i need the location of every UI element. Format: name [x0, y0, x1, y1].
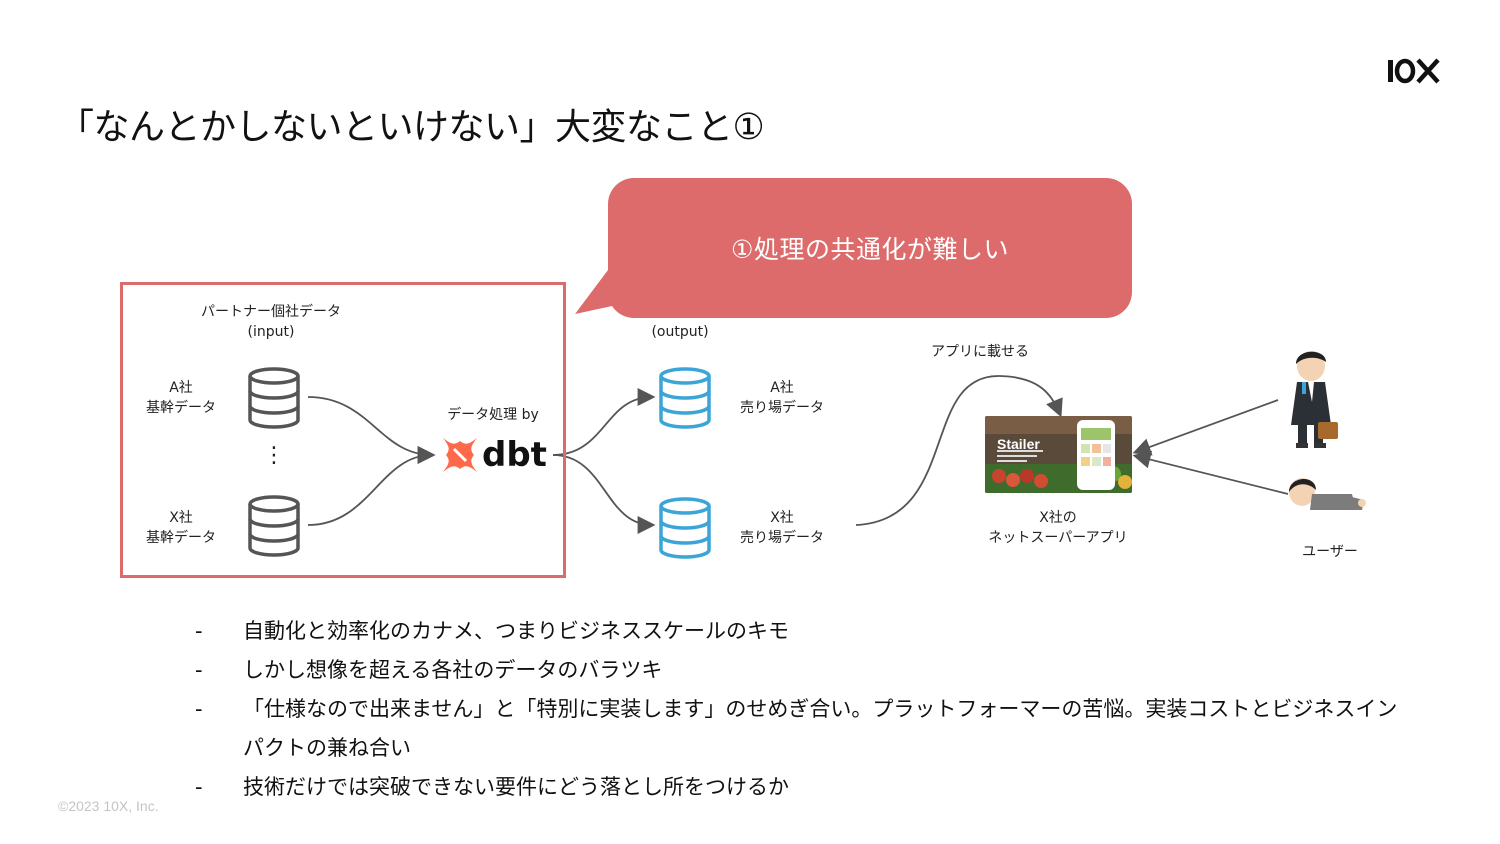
- list-item: - 「仕様なので出来ません」と「特別に実装します」のせめぎ合い。プラットフォーマ…: [195, 690, 1415, 768]
- database-icon: [659, 497, 711, 559]
- callout-text: ①処理の共通化が難しい: [731, 235, 1009, 264]
- slide-title: 「なんとかしないといけない」大変なこと①: [58, 107, 765, 148]
- bullet-text: しかし想像を超える各社のデータのバラツキ: [243, 658, 663, 682]
- input-title: パートナー個社データ (input): [176, 302, 366, 342]
- list-item: - 技術だけでは突破できない要件にどう落とし所をつけるか: [195, 768, 1415, 807]
- source-x-label: X社 基幹データ: [126, 508, 236, 548]
- output-x-company: X社: [770, 510, 794, 526]
- input-subtitle-text: (input): [247, 324, 295, 340]
- bullet-marker: -: [195, 658, 203, 682]
- connector-output-to-app: [855, 375, 1063, 526]
- app-caption-type: ネットスーパーアプリ: [988, 530, 1128, 546]
- app-caption-company: X社の: [1039, 510, 1077, 526]
- list-item: - 自動化と効率化のカナメ、つまりビジネススケールのキモ: [195, 612, 1415, 651]
- source-a-company: A社: [169, 380, 193, 396]
- bullet-marker: -: [195, 619, 203, 643]
- database-icon: [248, 495, 300, 557]
- connector-user1-to-app: [1132, 399, 1279, 456]
- dbt-logo-icon: [443, 438, 477, 472]
- input-data-frame: [120, 282, 566, 578]
- bullet-text: 「仕様なので出来ません」と「特別に実装します」のせめぎ合い。プラットフォーマーの…: [243, 697, 1398, 760]
- input-title-text: パートナー個社データ: [201, 304, 341, 320]
- source-x-company: X社: [169, 510, 193, 526]
- connector-a-to-dbt: [307, 396, 436, 464]
- grocery-photo-image: [985, 416, 1132, 493]
- list-item: - しかし想像を超える各社のデータのバラツキ: [195, 651, 1415, 690]
- output-a-label: A社 売り場データ: [722, 378, 842, 418]
- copyright: ©2023 10X, Inc.: [58, 798, 159, 814]
- app-caption: X社の ネットスーパーアプリ: [968, 508, 1148, 548]
- app-screenshot: Stailer: [985, 416, 1132, 493]
- source-a-label: A社 基幹データ: [126, 378, 236, 418]
- bullet-marker: -: [195, 697, 203, 721]
- bullet-text: 技術だけでは突破できない要件にどう落とし所をつけるか: [243, 775, 789, 799]
- output-a-company: A社: [770, 380, 794, 396]
- businessman-icon: [1291, 351, 1338, 448]
- database-icon: [659, 367, 711, 429]
- connector-dbt-to-x: [552, 454, 656, 534]
- company-logo: [1388, 58, 1440, 84]
- user-label: ユーザー: [1302, 544, 1358, 560]
- bullet-text: 自動化と効率化のカナメ、つまりビジネススケールのキモ: [243, 619, 789, 643]
- app-brand: Stailer: [997, 436, 1040, 452]
- callout-tail: [575, 270, 640, 314]
- output-x-type: 売り場データ: [740, 530, 824, 546]
- ellipsis: ⋮: [263, 443, 285, 468]
- publish-label: アプリに載せる: [931, 344, 1029, 360]
- lying-user-icon: [1289, 478, 1366, 510]
- source-x-type: 基幹データ: [146, 530, 216, 546]
- bullet-list: - 自動化と効率化のカナメ、つまりビジネススケールのキモ - しかし想像を超える…: [195, 612, 1415, 807]
- processor-label: データ処理 by: [447, 407, 539, 423]
- source-a-type: 基幹データ: [146, 400, 216, 416]
- output-a-type: 売り場データ: [740, 400, 824, 416]
- output-subtitle: (output): [651, 324, 709, 340]
- callout-bubble: [608, 178, 1132, 318]
- database-icon: [248, 367, 300, 429]
- bullet-marker: -: [195, 775, 203, 799]
- connector-dbt-to-a: [552, 388, 656, 456]
- output-x-label: X社 売り場データ: [722, 508, 842, 548]
- connector-x-to-dbt: [307, 446, 436, 526]
- connector-user2-to-app: [1132, 450, 1289, 495]
- dbt-logo-text: dbt: [482, 435, 547, 475]
